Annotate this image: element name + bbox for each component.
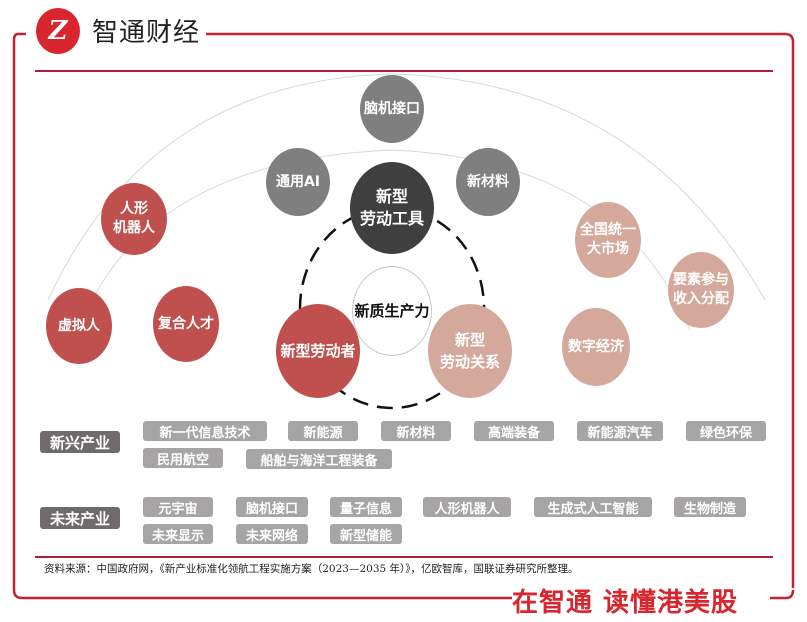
node-brain-computer-interface: 脑机接口 xyxy=(360,75,424,143)
node-general-ai: 通用AI xyxy=(266,148,330,216)
header-divider xyxy=(35,70,773,72)
node-digital-economy: 数字经济 xyxy=(562,308,630,386)
brand-slogan: 在智通 读懂港美股 xyxy=(512,588,739,618)
pillar-new-workers: 新型劳动者 xyxy=(276,304,360,398)
source-note: 资料来源：中国政府网，《新产业标准化领航工程实施方案（2023—2035 年）》… xyxy=(44,563,579,575)
core-new-quality-productivity: 新质生产力 xyxy=(352,266,432,356)
chip-emerging: 新一代信息技术 xyxy=(143,421,267,441)
chip-future: 未来网络 xyxy=(236,524,308,544)
node-virtual-human: 虚拟人 xyxy=(46,288,112,364)
node-factor-income-distribution: 要素参与 收入分配 xyxy=(668,252,734,328)
node-composite-talent: 复合人才 xyxy=(153,286,219,362)
chip-emerging: 船舶与海洋工程装备 xyxy=(246,449,392,469)
chip-emerging: 绿色环保 xyxy=(686,421,766,441)
chip-future: 未来显示 xyxy=(143,524,213,544)
brand-logo-icon: Z xyxy=(36,8,80,54)
node-unified-national-market: 全国统一 大市场 xyxy=(575,202,641,278)
chip-emerging: 高端装备 xyxy=(474,421,554,441)
pillar-new-labor-relations: 新型 劳动关系 xyxy=(428,304,512,398)
pillar-new-labor-tools: 新型 劳动工具 xyxy=(350,162,434,254)
chip-future: 生物制造 xyxy=(674,497,746,517)
chip-future: 量子信息 xyxy=(330,497,402,517)
chip-future: 人形机器人 xyxy=(423,497,511,517)
chip-emerging: 新能源汽车 xyxy=(577,421,663,441)
category-label-emerging: 新兴产业 xyxy=(40,431,120,453)
chip-emerging: 新能源 xyxy=(288,421,358,441)
node-humanoid-robot: 人形 机器人 xyxy=(101,183,167,255)
chip-emerging: 民用航空 xyxy=(143,448,223,468)
chip-future: 元宇宙 xyxy=(143,497,213,517)
category-label-future: 未来产业 xyxy=(40,507,120,529)
footer-divider xyxy=(35,556,773,558)
chip-future: 生成式人工智能 xyxy=(534,497,652,517)
brand-title: 智通财经 xyxy=(92,18,201,48)
chip-future: 新型储能 xyxy=(330,524,402,544)
chip-emerging: 新材料 xyxy=(381,421,451,441)
node-new-materials: 新材料 xyxy=(456,148,520,216)
chip-future: 脑机接口 xyxy=(236,497,308,517)
